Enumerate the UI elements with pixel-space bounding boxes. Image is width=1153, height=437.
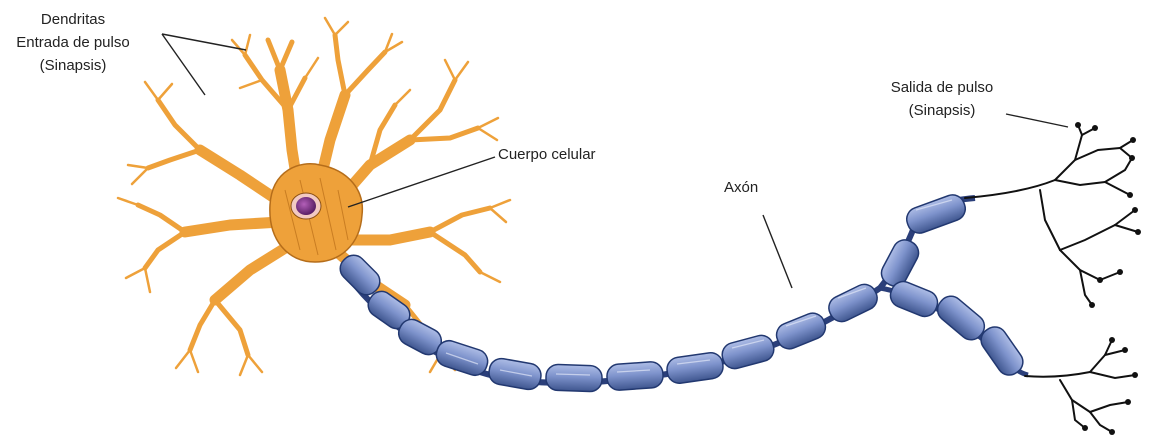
label-cell-body: Cuerpo celular [498,143,596,166]
label-output: Salida de pulso (Sinapsis) [862,76,1022,122]
myelin-sheath [335,192,1027,392]
axon-terminals-lower [1025,340,1135,432]
label-output-line1: Salida de pulso [862,76,1022,99]
nucleus [291,193,321,219]
terminal-bulbs-lower [1082,337,1138,435]
label-dendrites-line3: (Sinapsis) [8,54,138,77]
label-dendrites: Dendritas Entrada de pulso (Sinapsis) [8,8,138,77]
label-dendrites-line1: Dendritas [8,8,138,31]
label-axon: Axón [724,176,758,199]
label-output-line2: (Sinapsis) [862,99,1022,122]
axon-terminals-upper [965,125,1138,305]
label-dendrites-line2: Entrada de pulso [8,31,138,54]
